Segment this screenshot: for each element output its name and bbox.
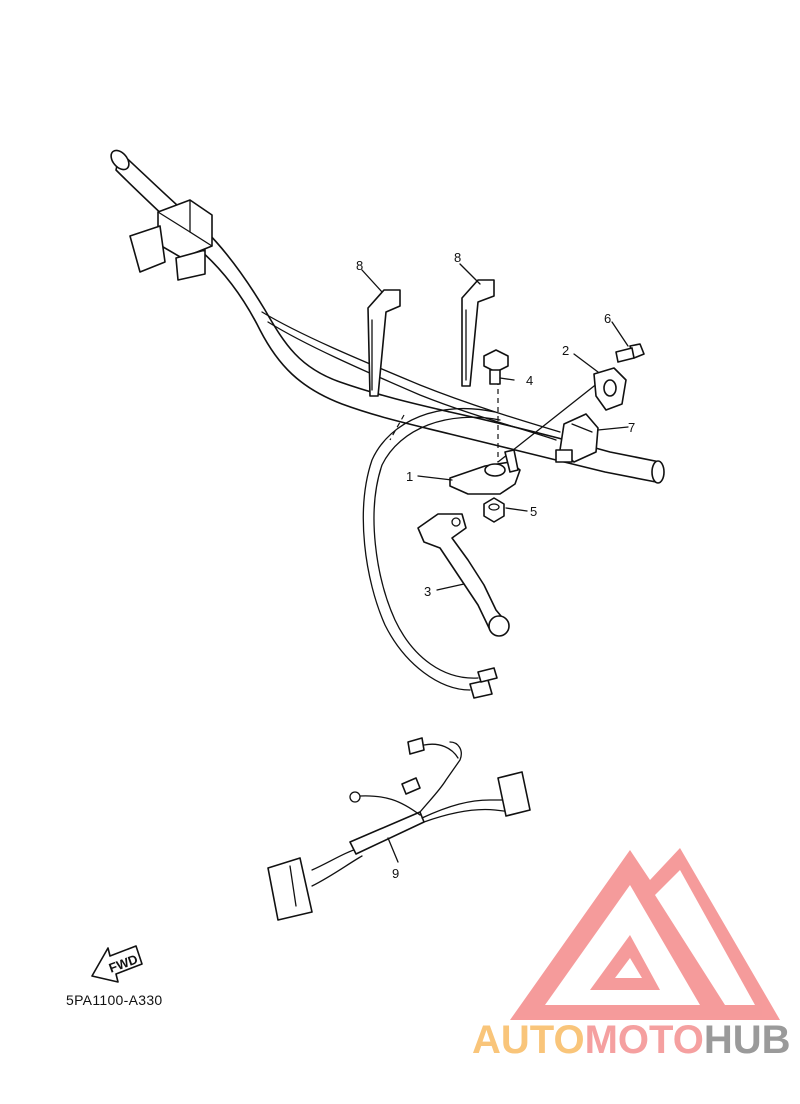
switch-part-7 [555, 413, 599, 463]
callout-3: 3 [424, 584, 431, 599]
callout-2: 2 [562, 343, 569, 358]
brand-hub: HUB [703, 1018, 791, 1062]
screw-part-6 [615, 343, 645, 363]
watermark-brand: AUTOMOTOHUB [472, 1018, 791, 1063]
cable-tie-part-8-left [367, 289, 401, 397]
diagram-code: 5PA1100-A330 [66, 992, 163, 1008]
callout-9: 9 [392, 866, 399, 881]
brand-moto: MOTO [584, 1018, 704, 1062]
lever-part-3 [417, 513, 510, 637]
callout-8-right: 8 [454, 250, 461, 265]
handlebar [110, 149, 665, 484]
callout-7: 7 [628, 420, 635, 435]
clamp-part-2 [593, 367, 627, 411]
callout-4: 4 [526, 373, 533, 388]
nut-part-5 [483, 497, 505, 523]
brand-auto: AUTO [472, 1018, 585, 1062]
wire-harness-part-9 [267, 737, 531, 921]
callout-6: 6 [604, 311, 611, 326]
callout-8-left: 8 [356, 258, 363, 273]
callout-5: 5 [530, 504, 537, 519]
callout-1: 1 [406, 469, 413, 484]
lever-holder-part-1 [449, 449, 521, 495]
bolt-part-4 [483, 349, 509, 385]
fwd-arrow-icon: FWD [91, 945, 143, 983]
clutch-switch-cable [362, 408, 501, 699]
cable-tie-part-8-right [461, 279, 495, 387]
watermark-logo [510, 848, 780, 1020]
